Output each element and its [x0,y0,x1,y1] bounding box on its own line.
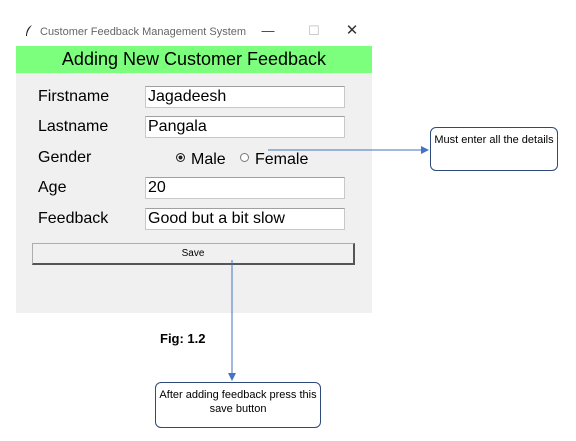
gender-female-label: Female [255,151,309,168]
feather-icon [26,25,32,36]
firstname-label: Firstname [38,88,110,105]
radio-unselected-icon [240,153,249,162]
title-bar: Customer Feedback Management System — ☐ … [16,18,372,46]
callout-save: After adding feedback press this save bu… [155,382,321,428]
gender-radio-male[interactable]: Male [176,151,226,169]
save-button[interactable]: Save [32,243,355,265]
figure-label: Fig: 1.2 [160,331,206,346]
close-button[interactable]: ✕ [345,22,359,39]
maximize-button[interactable]: ☐ [308,23,320,38]
gender-radio-female[interactable]: Female [240,151,308,169]
radio-selected-icon [176,153,185,162]
lastname-input[interactable]: Pangala [145,116,345,138]
gender-label: Gender [38,149,92,166]
callout-details: Must enter all the details [430,127,558,171]
app-window: Customer Feedback Management System — ☐ … [16,18,372,313]
minimize-button[interactable]: — [261,23,275,38]
window-title: Customer Feedback Management System [40,26,247,38]
lastname-label: Lastname [38,118,109,135]
age-label: Age [38,179,67,196]
age-input[interactable]: 20 [145,177,345,199]
firstname-input[interactable]: Jagadeesh [145,86,345,108]
feedback-input[interactable]: Good but a bit slow [145,208,345,230]
feedback-label: Feedback [38,210,109,227]
page-title: Adding New Customer Feedback [16,46,372,73]
gender-male-label: Male [191,151,226,168]
